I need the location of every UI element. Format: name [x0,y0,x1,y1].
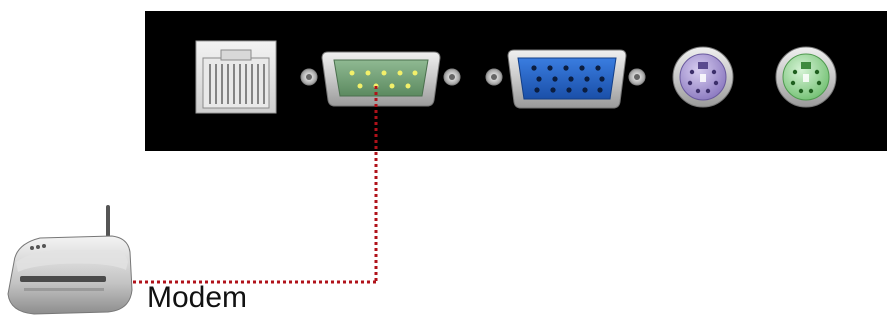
vga-port-icon [485,49,646,109]
serial-cable [132,86,378,284]
modem-icon [7,205,133,315]
ps2-port-icon [775,46,837,108]
ethernet-port-icon [195,40,277,114]
ps2-port-icon [672,46,734,108]
modem-label: Modem [147,281,248,314]
db9-serial-port-icon [300,51,461,107]
